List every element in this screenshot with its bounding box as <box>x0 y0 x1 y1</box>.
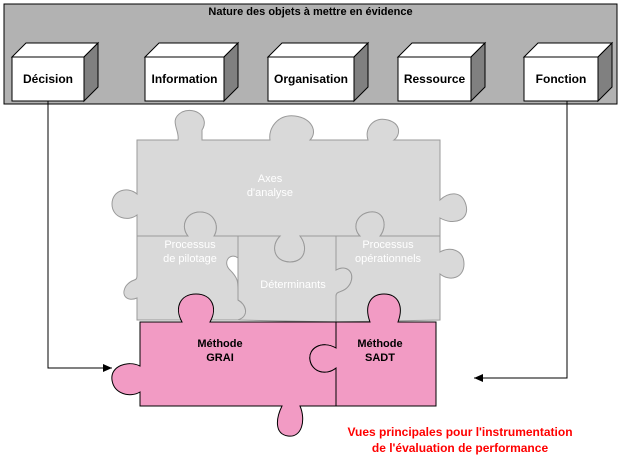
puzzle-piece-processus-pilotage <box>123 211 246 321</box>
label-axes-analyse: Axes d'analyse <box>240 172 300 200</box>
caption-line1: Vues principales pour l'instrumentation <box>347 425 573 439</box>
label-processus-pilotage: Processus de pilotage <box>150 238 230 266</box>
label-sadt-line1: Méthode <box>357 338 403 350</box>
label-operationnels-line1: Processus <box>362 239 414 251</box>
header-title: Nature des objets à mettre en évidence <box>208 6 413 18</box>
label-determinants: Déterminants <box>260 279 326 291</box>
box-label-information: Information <box>151 72 218 86</box>
label-processus-operationnels: Processus opérationnels <box>340 238 436 266</box>
object-box-information <box>143 41 240 103</box>
box-label-ressource: Ressource <box>403 72 466 86</box>
decision-arrow <box>47 101 112 372</box>
label-axes-line2: d'analyse <box>246 187 294 199</box>
box-label-decision: Décision <box>22 72 73 86</box>
box-label-fonction: Fonction <box>535 72 587 86</box>
object-box-fonction <box>522 41 614 103</box>
label-grai-line1: Méthode <box>197 338 243 350</box>
puzzle-piece-methode-sadt <box>309 293 437 407</box>
fonction-arrow <box>474 101 568 382</box>
object-box-organisation <box>266 41 370 103</box>
object-box-ressource <box>396 41 487 103</box>
label-sadt-line2: SADT <box>365 352 395 364</box>
box-label-organisation: Organisation <box>273 72 348 86</box>
caption: Vues principales pour l'instrumentation … <box>300 424 620 456</box>
puzzle-piece-processus-operationnels <box>335 211 465 323</box>
label-axes-line1: Axes <box>257 173 283 185</box>
label-pilotage-line2: de pilotage <box>163 253 217 265</box>
label-operationnels-line2: opérationnels <box>354 253 422 265</box>
label-grai-line2: GRAI <box>206 352 234 364</box>
caption-line2: de l'évaluation de performance <box>371 441 549 455</box>
label-pilotage-line1: Processus <box>164 239 216 251</box>
label-methode-grai: Méthode GRAI <box>185 337 255 365</box>
label-methode-sadt: Méthode SADT <box>340 337 420 365</box>
